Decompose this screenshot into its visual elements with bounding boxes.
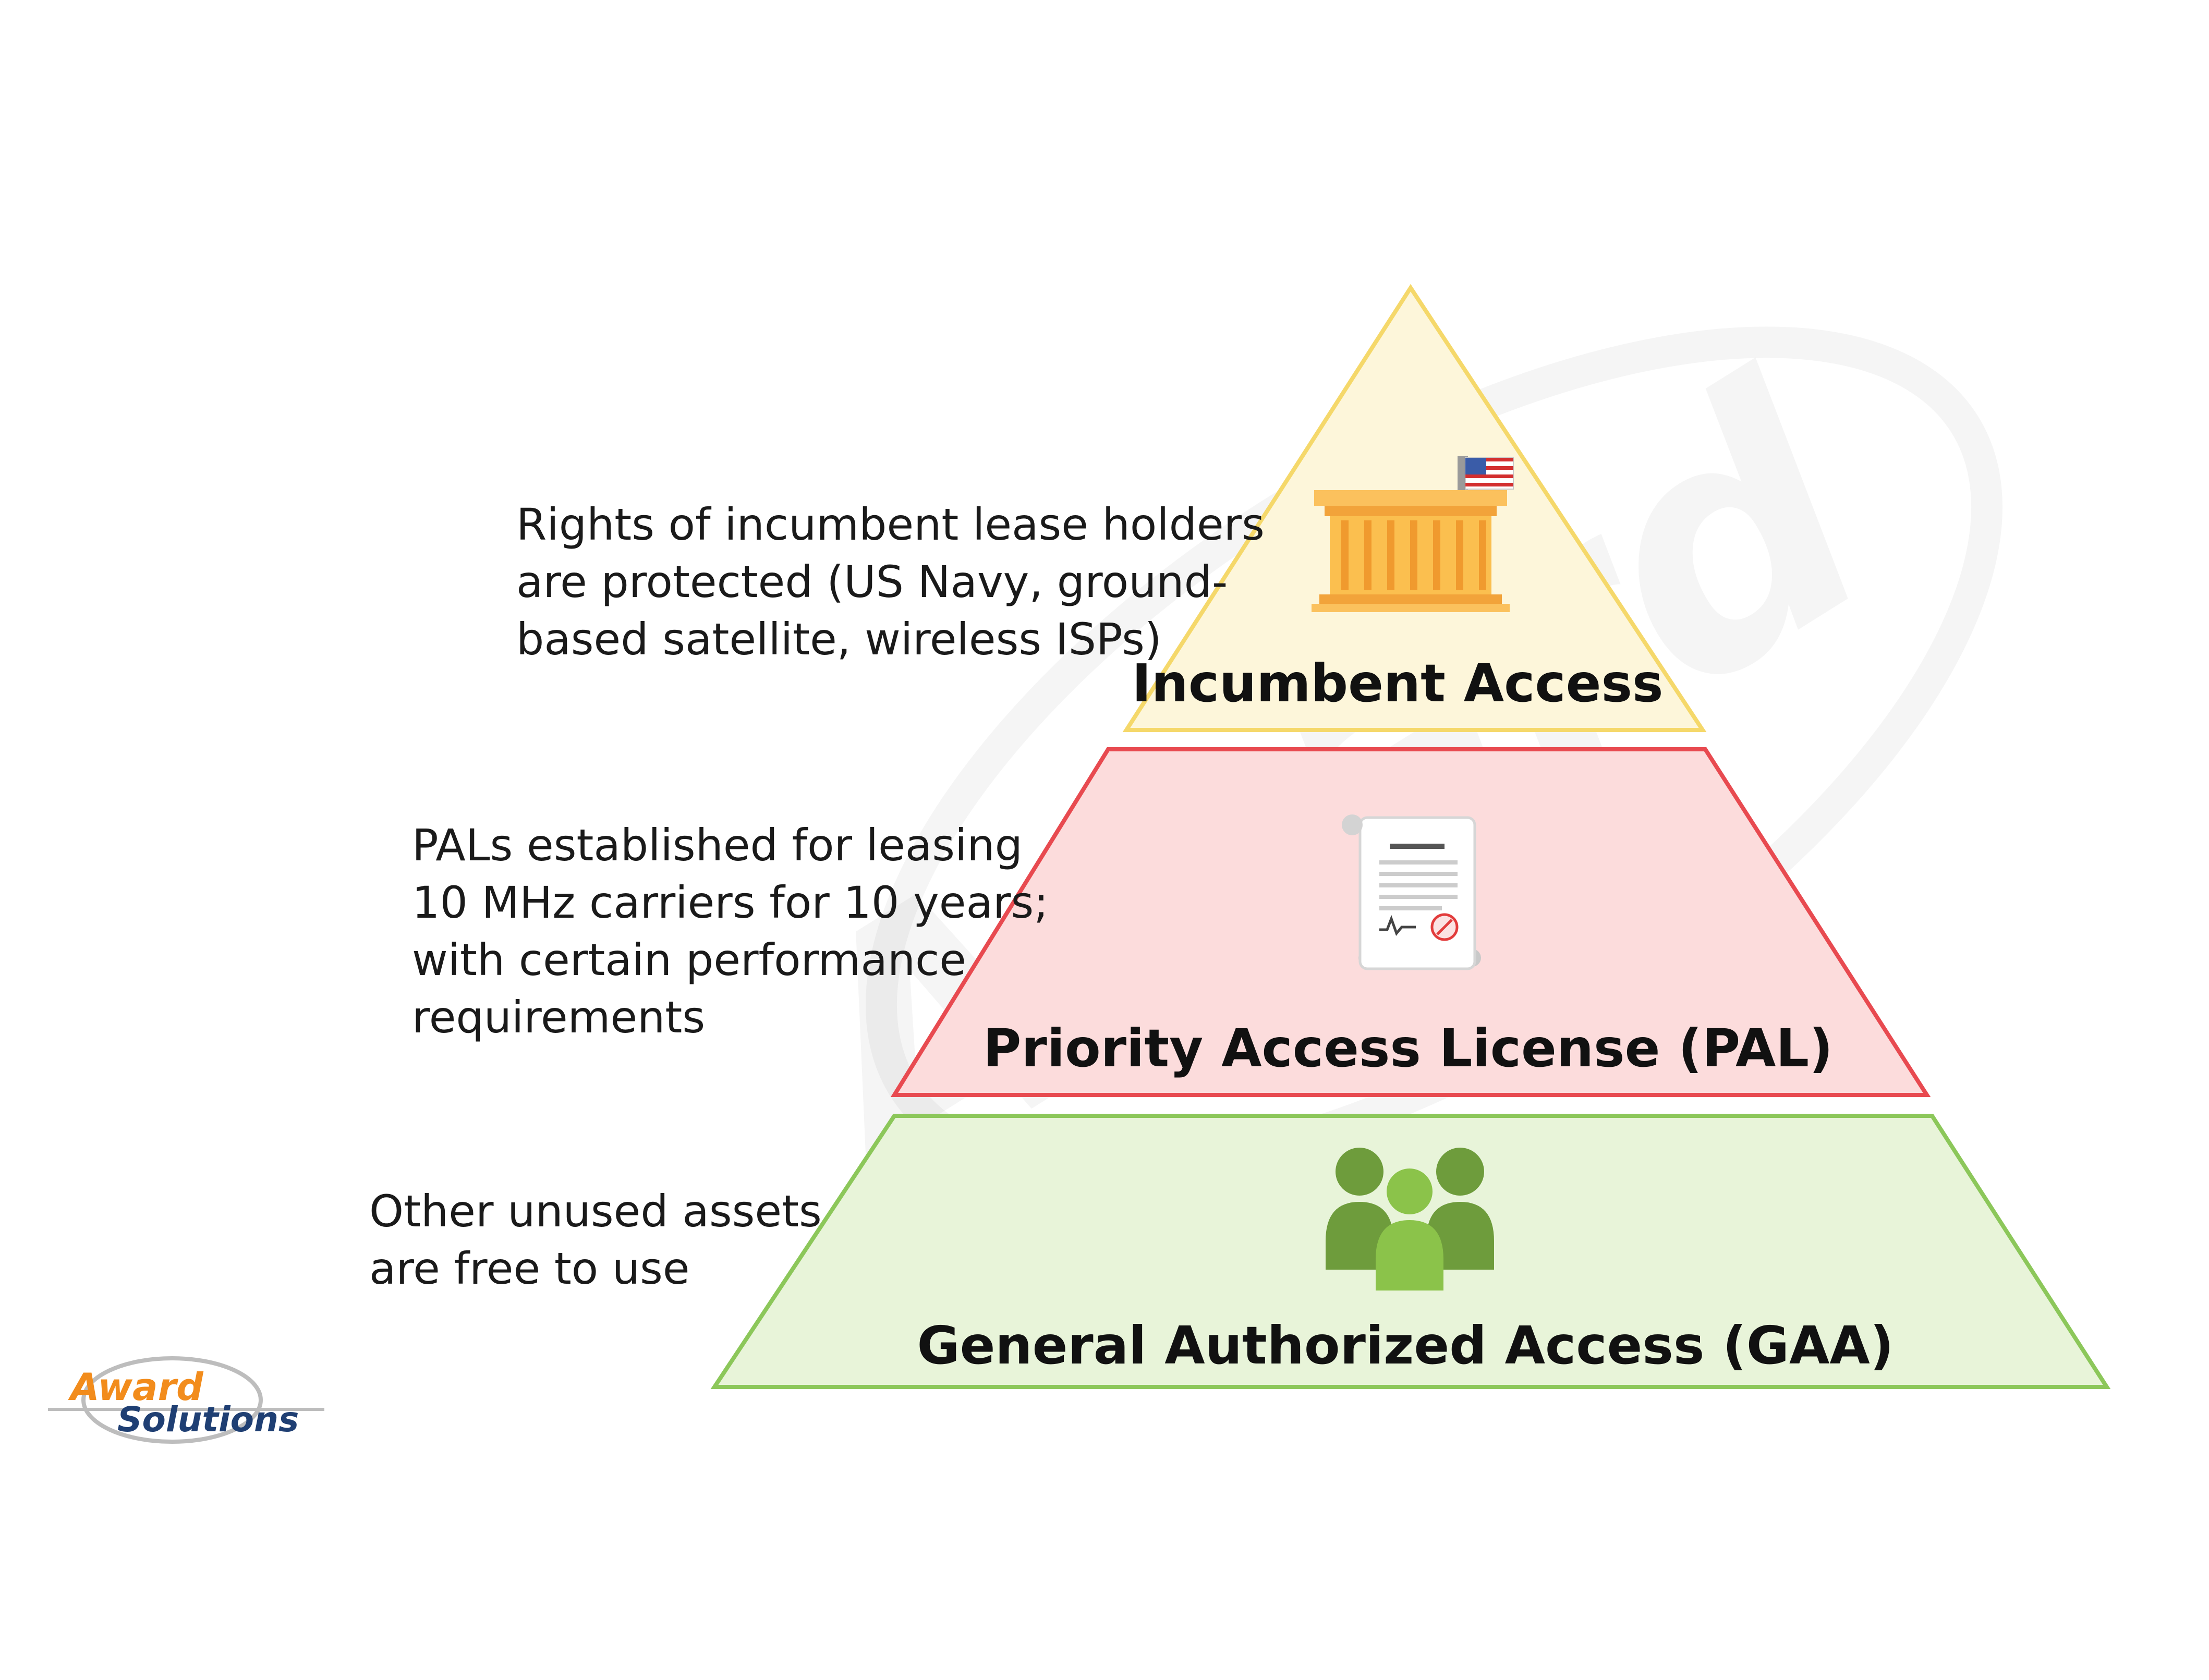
tier-incumbent-title: Incumbent Access [1132, 653, 1663, 714]
tier-gaa-title: General Authorized Access (GAA) [917, 1315, 1894, 1376]
description-incumbent: Rights of incumbent lease holders are pr… [516, 499, 1265, 665]
logo-solutions-text: Solutions [117, 1399, 299, 1440]
description-line: requirements [412, 992, 705, 1043]
logo-award-text: Award [68, 1365, 204, 1409]
description-line: with certain performance [412, 934, 966, 985]
description-gaa: Other unused assets are free to use [369, 1186, 822, 1294]
description-line: PALs established for leasing [412, 820, 1023, 871]
tier-pal-title: Priority Access License (PAL) [983, 1018, 1833, 1079]
government-building-icon [1312, 456, 1514, 612]
tier-incumbent: Incumbent Access [1122, 284, 1707, 732]
description-line: Other unused assets [369, 1186, 822, 1237]
user-group-icon [1326, 1148, 1494, 1291]
description-line: 10 MHz carriers for 10 years; [412, 877, 1049, 928]
license-document-icon [1342, 814, 1481, 970]
description-line: are free to use [369, 1243, 690, 1294]
description-line: are protected (US Navy, ground- [516, 556, 1228, 607]
company-logo: Award Solutions [48, 1356, 324, 1444]
description-line: based satellite, wireless ISPs) [516, 614, 1162, 665]
description-line: Rights of incumbent lease holders [516, 499, 1265, 550]
description-pal: PALs established for leasing 10 MHz carr… [412, 820, 1049, 1043]
tier-pal: Priority Access License (PAL) [890, 747, 1931, 1097]
us-flag-icon [1465, 457, 1514, 490]
tier-gaa: General Authorized Access (GAA) [710, 1114, 2111, 1389]
